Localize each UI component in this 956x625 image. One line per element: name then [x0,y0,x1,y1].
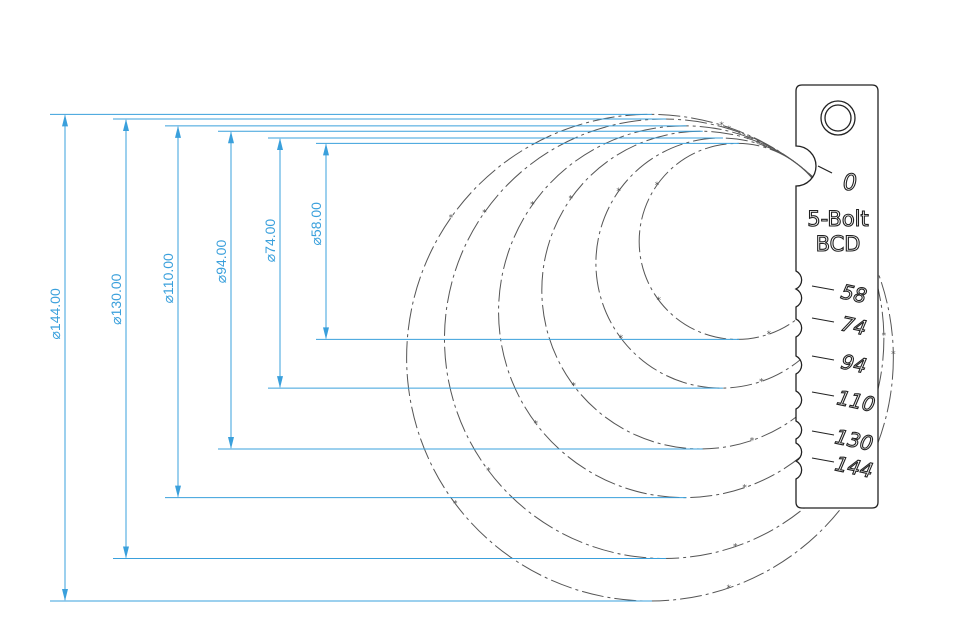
bolt-hole-marker: * [737,130,742,140]
bolt-hole-marker: * [745,134,750,144]
bolt-hole-marker: * [571,381,576,391]
dimension-label-94: ⌀94.00 [213,240,229,284]
gauge-outline [794,84,879,509]
size-tick [811,285,835,291]
dimension-arrow-top [175,125,181,138]
dimension-label-74: ⌀74.00 [262,219,278,263]
gauge-zero-label: 0 [843,171,857,196]
size-tick [811,355,835,361]
bolt-hole-marker: * [486,467,491,477]
bolt-hole-marker: * [482,208,487,218]
bolt-hole-marker: * [750,436,755,446]
dimension-arrow-bottom [175,485,181,498]
bolt-hole-marker: * [891,350,896,360]
dimension-arrow-top [323,143,329,156]
dimension-arrow-bottom [228,436,234,449]
gauge-title-line2: BCD [816,232,861,256]
bolt-hole-marker: * [530,201,535,211]
zero-notch-marker [817,165,833,174]
bolt-hole-marker: * [726,584,731,594]
dimension-arrow-top [277,137,283,150]
bolt-hole-marker: * [453,500,458,510]
bolt-hole-marker: * [449,214,454,224]
hanging-hole-outer [820,100,856,136]
hanging-hole-inner [824,104,852,132]
dimension-arrow-bottom [62,589,68,602]
dimension-label-110: ⌀110.00 [160,253,176,303]
dimension-arrow-bottom [123,546,129,559]
bolt-hole-marker: * [616,187,621,197]
dimension-arrow-bottom [323,327,329,340]
bolt-hole-marker: * [882,331,887,341]
bolt-hole-marker: * [655,181,660,191]
bolt-hole-marker: * [733,543,738,553]
bolt-hole-marker: * [719,121,724,131]
gauge-title-line1: 5-Bolt [807,207,869,231]
bolt-hole-marker: * [657,296,662,306]
dimension-arrow-top [62,114,68,127]
size-label-74: 74 [839,311,869,340]
size-tick [811,457,835,463]
dimension-label-58: ⌀58.00 [308,202,324,246]
size-label-58: 58 [839,279,869,308]
dimension-arrow-bottom [277,376,283,389]
bolt-hole-marker: * [569,195,574,205]
bolt-hole-marker: * [756,140,761,150]
bolt-hole-marker: * [759,377,764,387]
size-label-94: 94 [839,349,869,378]
dimension-label-130: ⌀130.00 [108,273,124,324]
size-tick [811,430,835,436]
bolt-hole-marker: * [764,144,769,154]
bolt-hole-marker: * [767,330,772,340]
size-tick [811,391,835,397]
bolt-hole-marker: * [742,484,747,494]
bolt-hole-marker: * [727,125,732,135]
dimension-label-144: ⌀144.00 [47,288,63,339]
size-tick [811,317,835,323]
dimension-group: ⌀144.00 ⌀130.00 ⌀110.00 ⌀94.00 ⌀74.00 ⌀58.00 [47,113,740,602]
dimension-arrow-top [228,131,234,144]
dimension-arrow-top [123,119,129,132]
bolt-hole-marker: * [533,419,538,429]
